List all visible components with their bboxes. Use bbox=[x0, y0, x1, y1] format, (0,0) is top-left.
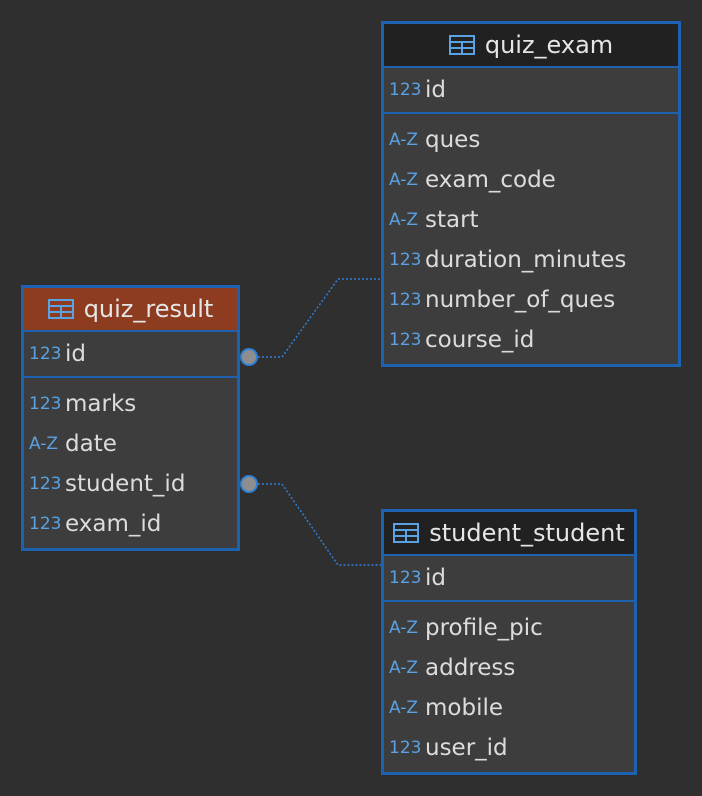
text-type-icon: A-Z bbox=[389, 210, 419, 230]
numeric-type-icon: 123 bbox=[389, 568, 422, 588]
column-row[interactable]: A-Z profile_pic bbox=[384, 608, 634, 648]
column-row[interactable]: A-Z start bbox=[384, 200, 678, 240]
attributes-section: A-Z ques A-Z exam_code A-Z start 123 dur… bbox=[384, 114, 678, 368]
column-row[interactable]: A-Z date bbox=[24, 424, 237, 464]
entity-quiz-result[interactable]: quiz_result 123 id 123 marks A-Z date 12… bbox=[21, 285, 240, 551]
column-name: course_id bbox=[425, 327, 535, 353]
column-name: exam_id bbox=[65, 511, 162, 537]
entity-title: quiz_exam bbox=[484, 31, 614, 59]
entity-header[interactable]: quiz_exam bbox=[384, 24, 678, 68]
column-row[interactable]: A-Z address bbox=[384, 648, 634, 688]
column-row[interactable]: A-Z exam_code bbox=[384, 160, 678, 200]
entity-quiz-exam[interactable]: quiz_exam 123 id A-Z ques A-Z exam_code … bbox=[381, 21, 681, 367]
text-type-icon: A-Z bbox=[389, 130, 419, 150]
text-type-icon: A-Z bbox=[389, 618, 419, 638]
link-endpoint-dot bbox=[240, 475, 258, 493]
column-row[interactable]: 123 exam_id bbox=[24, 504, 237, 544]
column-row[interactable]: 123 id bbox=[384, 70, 678, 110]
column-row[interactable]: 123 duration_minutes bbox=[384, 240, 678, 280]
table-icon bbox=[47, 299, 74, 319]
column-name: duration_minutes bbox=[425, 247, 627, 273]
numeric-type-icon: 123 bbox=[29, 474, 62, 494]
entity-header[interactable]: student_student bbox=[384, 512, 634, 556]
column-name: address bbox=[425, 655, 516, 681]
column-name: marks bbox=[65, 391, 137, 417]
column-name: id bbox=[425, 77, 446, 103]
table-icon bbox=[448, 35, 475, 55]
numeric-type-icon: 123 bbox=[29, 344, 62, 364]
numeric-type-icon: 123 bbox=[389, 80, 422, 100]
entity-title: student_student bbox=[429, 519, 625, 547]
column-name: date bbox=[65, 431, 117, 457]
column-name: id bbox=[65, 341, 86, 367]
entity-title: quiz_result bbox=[83, 295, 214, 323]
column-row[interactable]: 123 course_id bbox=[384, 320, 678, 360]
table-icon bbox=[393, 523, 420, 543]
column-name: student_id bbox=[65, 471, 186, 497]
link-quiz-result-to-student-student[interactable] bbox=[250, 483, 382, 566]
primary-key-section: 123 id bbox=[384, 556, 634, 602]
column-name: start bbox=[425, 207, 479, 233]
column-name: mobile bbox=[425, 695, 504, 721]
column-row[interactable]: 123 number_of_ques bbox=[384, 280, 678, 320]
column-row[interactable]: 123 id bbox=[384, 558, 634, 598]
column-row[interactable]: 123 marks bbox=[24, 384, 237, 424]
text-type-icon: A-Z bbox=[389, 170, 419, 190]
link-quiz-result-to-quiz-exam[interactable] bbox=[250, 278, 382, 358]
entity-student-student[interactable]: student_student 123 id A-Z profile_pic A… bbox=[381, 509, 637, 775]
link-endpoint-dot bbox=[240, 348, 258, 366]
column-row[interactable]: A-Z mobile bbox=[384, 688, 634, 728]
column-name: number_of_ques bbox=[425, 287, 616, 313]
numeric-type-icon: 123 bbox=[389, 738, 422, 758]
column-row[interactable]: 123 student_id bbox=[24, 464, 237, 504]
primary-key-section: 123 id bbox=[384, 68, 678, 114]
column-name: ques bbox=[425, 127, 481, 153]
column-row[interactable]: 123 user_id bbox=[384, 728, 634, 768]
numeric-type-icon: 123 bbox=[29, 394, 62, 414]
column-name: profile_pic bbox=[425, 615, 543, 641]
entity-header[interactable]: quiz_result bbox=[24, 288, 237, 332]
primary-key-section: 123 id bbox=[24, 332, 237, 378]
numeric-type-icon: 123 bbox=[389, 330, 422, 350]
column-name: exam_code bbox=[425, 167, 556, 193]
numeric-type-icon: 123 bbox=[389, 250, 422, 270]
text-type-icon: A-Z bbox=[29, 434, 59, 454]
text-type-icon: A-Z bbox=[389, 658, 419, 678]
numeric-type-icon: 123 bbox=[29, 514, 62, 534]
column-name: user_id bbox=[425, 735, 508, 761]
text-type-icon: A-Z bbox=[389, 698, 419, 718]
column-row[interactable]: 123 id bbox=[24, 334, 237, 374]
numeric-type-icon: 123 bbox=[389, 290, 422, 310]
column-row[interactable]: A-Z ques bbox=[384, 120, 678, 160]
attributes-section: 123 marks A-Z date 123 student_id 123 ex… bbox=[24, 378, 237, 552]
attributes-section: A-Z profile_pic A-Z address A-Z mobile 1… bbox=[384, 602, 634, 776]
column-name: id bbox=[425, 565, 446, 591]
